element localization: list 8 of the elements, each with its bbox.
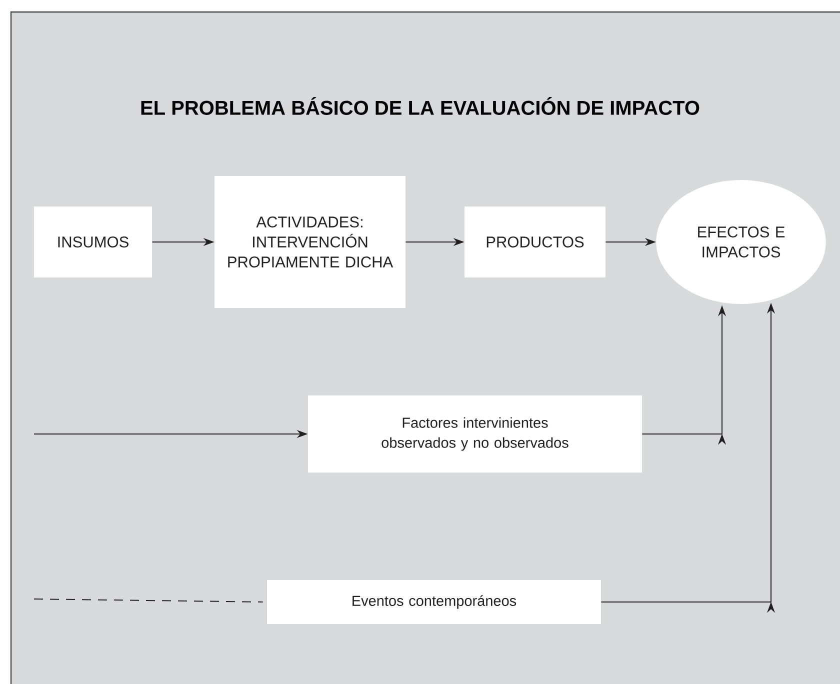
process-box: PRODUCTOS (464, 206, 606, 278)
title: EL PROBLEMA BÁSICO DE LA EVALUACIÓN DE IMPACTO (141, 97, 700, 115)
process-box: Eventos contemporáneos (267, 580, 601, 624)
dashed-line (34, 598, 264, 602)
process-box: Factores intervinientes observados y no observados (308, 395, 642, 472)
ellipse-node: EFECTOS E IMPACTOS (656, 180, 826, 304)
process-box: ACTIVIDADES: INTERVENCIÓN PROPIAMENTE DICHA (214, 176, 406, 308)
process-box: INSUMOS (34, 206, 152, 278)
